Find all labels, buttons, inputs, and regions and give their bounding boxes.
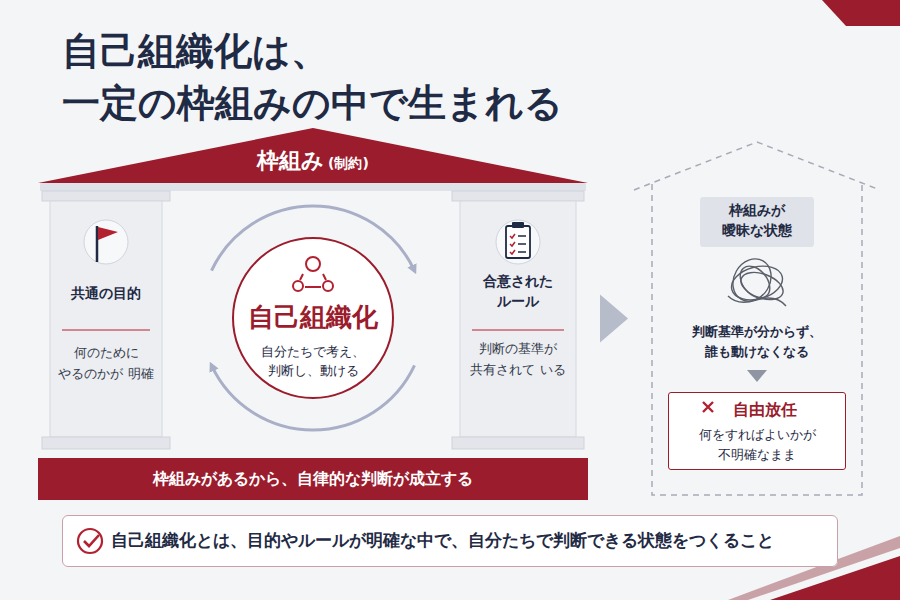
node-body: 何のために やるのかが 明確 — [52, 343, 160, 385]
node-heading: 自己組織化 — [237, 302, 389, 333]
warning-box: 自由放任何をすればよいかが 不明確なまま — [668, 392, 846, 470]
people-icon — [306, 257, 320, 271]
pillar: 共通の目的何のために やるのかが 明確 — [50, 201, 162, 437]
roof-label: 枠組み(制約) — [208, 146, 418, 177]
flag-pole — [96, 226, 99, 262]
node-heading: 自由放任 — [689, 399, 841, 421]
clipboard-clip — [512, 222, 524, 228]
list-lines — [518, 236, 526, 252]
node-heading: 枠組みがあるから、自律的な判断が成立する — [44, 468, 582, 490]
node-body: 判断基準が分からず、 誰も動けなくなる — [660, 322, 854, 362]
people-icon — [293, 281, 303, 291]
box-fill — [62, 515, 838, 567]
check-icon — [78, 529, 102, 553]
node-body: 何をすればよいかが 不明確なまま — [675, 425, 839, 464]
node-heading: 自己組織化とは、目的やルールが明確な中で、自分たちで判断できる状態をつくること — [111, 529, 829, 553]
pillar: 合意された ルール判断の基準が 共有されて いる — [460, 201, 576, 437]
people-icon — [323, 281, 333, 291]
flow-arrow — [600, 295, 628, 343]
pillar-cap — [42, 191, 170, 201]
node-body: (制約) — [328, 155, 369, 171]
box-fill — [668, 392, 846, 470]
flow-arrow-shape — [600, 295, 628, 343]
dashed-walls — [652, 184, 862, 495]
pillar-base — [42, 437, 170, 449]
pillar-base — [452, 437, 584, 449]
cross-icon — [703, 402, 713, 412]
clipboard — [506, 226, 530, 258]
footer-band: 枠組みがあるから、自律的な判断が成立する — [38, 458, 588, 500]
node-heading: 共通の目的 — [52, 283, 160, 303]
pillar-shaft — [50, 201, 162, 437]
flag — [98, 227, 118, 240]
node-body: 自分たちで考え、 判断し、動ける — [243, 342, 383, 381]
node-heading: 枠組み — [257, 148, 324, 173]
roof — [38, 128, 588, 183]
divider — [62, 329, 150, 330]
corner-accent — [822, 0, 900, 26]
title: 自己組織化は、 一定の枠組みの中で生まれる — [62, 26, 702, 129]
icon-ring — [84, 220, 128, 264]
center-circle: 自己組織化自分たちで考え、 判断し、動ける — [233, 238, 393, 398]
pillar-shaft — [460, 201, 576, 437]
node-heading: 枠組みが 曖昧な状態 — [704, 200, 810, 241]
beam — [40, 183, 586, 191]
down-triangle — [747, 370, 767, 382]
conclusion-box: 自己組織化とは、目的やルールが明確な中で、自分たちで判断できる状態をつくること — [62, 515, 838, 567]
label-panel — [700, 197, 814, 247]
center-circle — [233, 238, 393, 398]
node-heading: 合意された ルール — [462, 271, 574, 312]
framework-house: 枠組み(制約)共通の目的何のために やるのかが 明確自己組織化自分たちで考え、 … — [38, 128, 588, 500]
icon-ring — [496, 220, 540, 264]
node-body: 判断の基準が 共有されて いる — [462, 339, 574, 381]
divider — [472, 329, 564, 330]
ambiguous-house: 枠組みが 曖昧な状態判断基準が分からず、 誰も動けなくなる自由放任何をすればよい… — [652, 142, 862, 495]
dashed-roof — [634, 142, 880, 190]
tangle-icon — [725, 252, 786, 308]
check-marks — [510, 234, 515, 254]
check-icon — [84, 535, 99, 546]
people-icon — [300, 274, 326, 287]
pillar-cap — [452, 191, 584, 201]
